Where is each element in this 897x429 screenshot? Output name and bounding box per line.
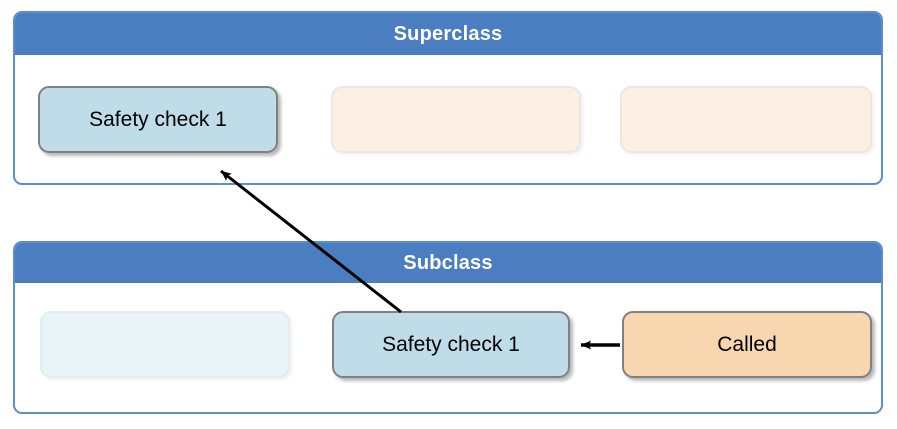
subclass-body: Safety check 1 Called — [15, 283, 881, 412]
subclass-slot-safety-check-1[interactable]: Safety check 1 — [332, 311, 570, 378]
superclass-slot-safety-check-1-label: Safety check 1 — [89, 107, 227, 131]
subclass-panel: Subclass Safety check 1 Called — [13, 241, 883, 414]
superclass-slot-safety-check-1[interactable]: Safety check 1 — [38, 86, 278, 153]
subclass-header: Subclass — [15, 243, 881, 283]
subclass-slot-safety-check-1-label: Safety check 1 — [382, 332, 520, 356]
superclass-slot-empty-2[interactable] — [620, 86, 872, 153]
subclass-slot-called[interactable]: Called — [622, 311, 872, 378]
superclass-header: Superclass — [15, 13, 881, 55]
superclass-panel: Superclass Safety check 1 — [13, 11, 883, 185]
subclass-slot-empty-1[interactable] — [40, 311, 290, 378]
subclass-title: Subclass — [403, 252, 493, 274]
superclass-slot-empty-1[interactable] — [331, 86, 581, 153]
superclass-body: Safety check 1 — [15, 55, 881, 183]
subclass-slot-called-label: Called — [717, 332, 777, 356]
superclass-title: Superclass — [393, 23, 503, 45]
